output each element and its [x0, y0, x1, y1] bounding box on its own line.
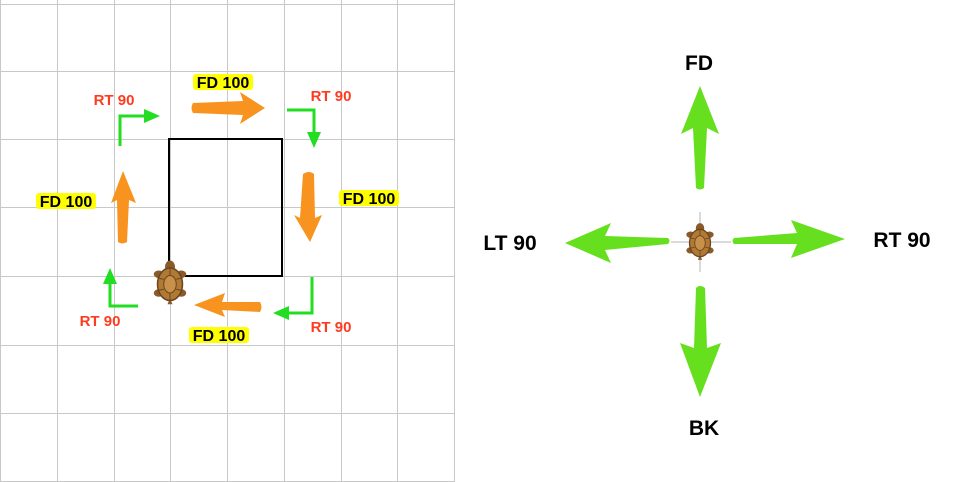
fd-label-bottom: FD 100: [189, 327, 249, 345]
grid: [0, 0, 455, 482]
fd-label-right: FD 100: [339, 190, 399, 208]
turn-arrow-bottom-left: [103, 268, 138, 308]
turtle-icon: [153, 259, 187, 305]
svg-text:FD 100: FD 100: [193, 328, 246, 345]
rt-label-bottom-right: RT 90: [311, 319, 352, 336]
compass-label-left: LT 90: [483, 232, 536, 255]
rt-label-top-left: RT 90: [94, 92, 135, 109]
svg-text:FD 100: FD 100: [40, 194, 93, 211]
fd-arrow-left: [111, 171, 136, 244]
compass-arrow-left: [565, 223, 670, 263]
compass-label-back: BK: [689, 417, 719, 440]
turn-arrow-top-left: [118, 109, 160, 146]
drawn-square: [168, 138, 283, 277]
compass-label-right: RT 90: [873, 229, 930, 252]
svg-text:FD 100: FD 100: [343, 191, 396, 208]
fd-label-left: FD 100: [36, 193, 96, 211]
fd-label-top: FD 100: [193, 74, 253, 92]
compass-arrow-right: [732, 220, 845, 258]
compass-arrow-forward: [681, 86, 719, 190]
fd-arrow-bottom: [194, 293, 262, 317]
rt-label-top-right: RT 90: [311, 88, 352, 105]
fd-arrow-right: [294, 172, 322, 242]
turn-arrow-top-right: [287, 108, 321, 148]
turtle-icon: [685, 222, 715, 261]
turn-arrow-bottom-right: [273, 277, 314, 320]
svg-text:FD 100: FD 100: [197, 75, 250, 92]
rt-label-bottom-left: RT 90: [80, 313, 121, 330]
compass-label-forward: FD: [685, 52, 713, 75]
compass-arrow-back: [680, 286, 721, 397]
fd-arrow-top: [191, 92, 265, 124]
